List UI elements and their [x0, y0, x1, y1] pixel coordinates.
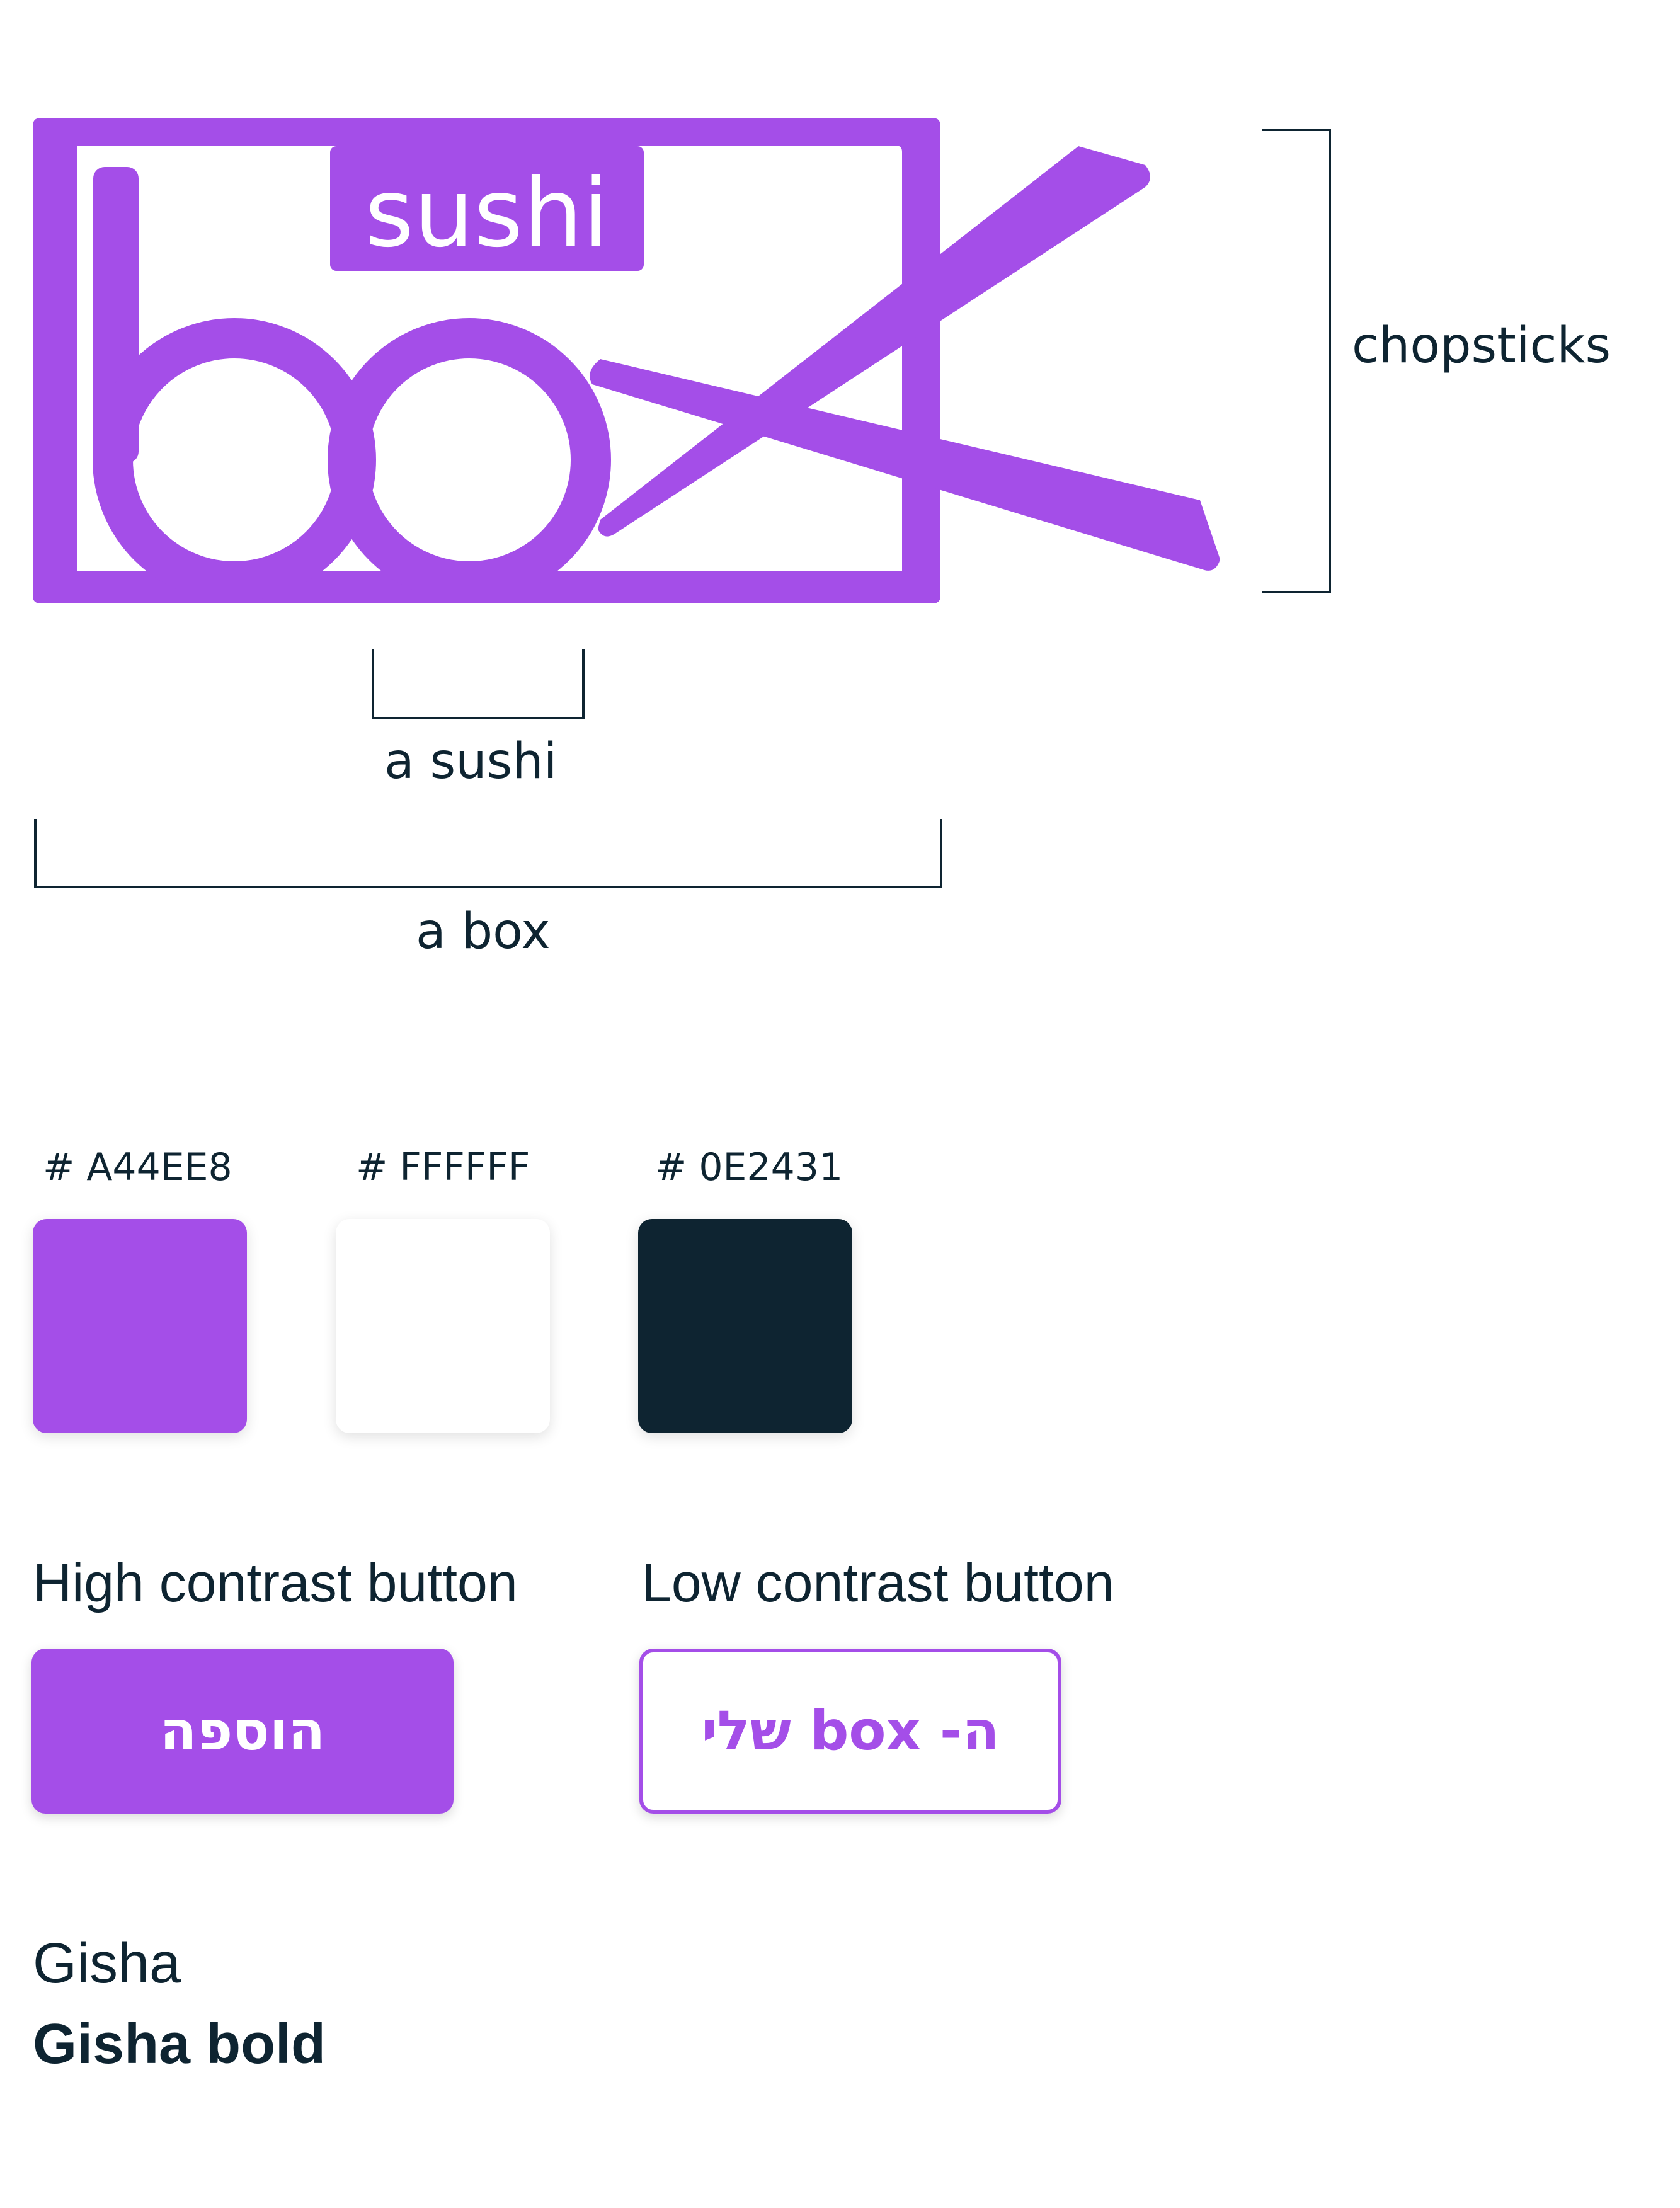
- high-contrast-title: High contrast button: [33, 1553, 518, 1613]
- add-button-label: הוספה: [159, 1700, 326, 1763]
- box-bracket: [34, 819, 942, 888]
- my-box-button-label: ה- box שלי: [701, 1700, 1000, 1763]
- box-label: a box: [416, 903, 551, 960]
- logo-sushi-tag: [330, 146, 644, 271]
- chopsticks-label: chopsticks: [1352, 317, 1611, 374]
- swatch-white: [336, 1219, 550, 1433]
- font-bold-sample: Gisha bold: [33, 2013, 326, 2076]
- logo-letter-o: [328, 318, 611, 602]
- logo-chopstick-left: [598, 146, 1150, 537]
- font-regular-sample: Gisha: [33, 1932, 181, 1995]
- swatch-dark: [638, 1219, 852, 1433]
- logo-sushi-text: sushi: [365, 159, 609, 268]
- swatch-code-purple: # A44EE8: [43, 1145, 232, 1189]
- logo-chopstick-right: [590, 359, 1220, 571]
- sushi-box-logo: sushi: [33, 118, 1220, 603]
- sushi-label: a sushi: [384, 733, 557, 790]
- swatch-purple: [33, 1219, 247, 1433]
- swatch-code-white: # FFFFFF: [356, 1145, 530, 1189]
- chopsticks-bracket: [1262, 129, 1331, 593]
- sushi-bracket: [372, 649, 585, 719]
- low-contrast-title: Low contrast button: [641, 1553, 1114, 1613]
- logo-letter-b-bowl: [93, 318, 376, 602]
- swatch-code-dark: # 0E2431: [655, 1145, 843, 1189]
- add-button[interactable]: הוספה: [31, 1649, 454, 1814]
- my-box-button[interactable]: ה- box שלי: [639, 1649, 1061, 1814]
